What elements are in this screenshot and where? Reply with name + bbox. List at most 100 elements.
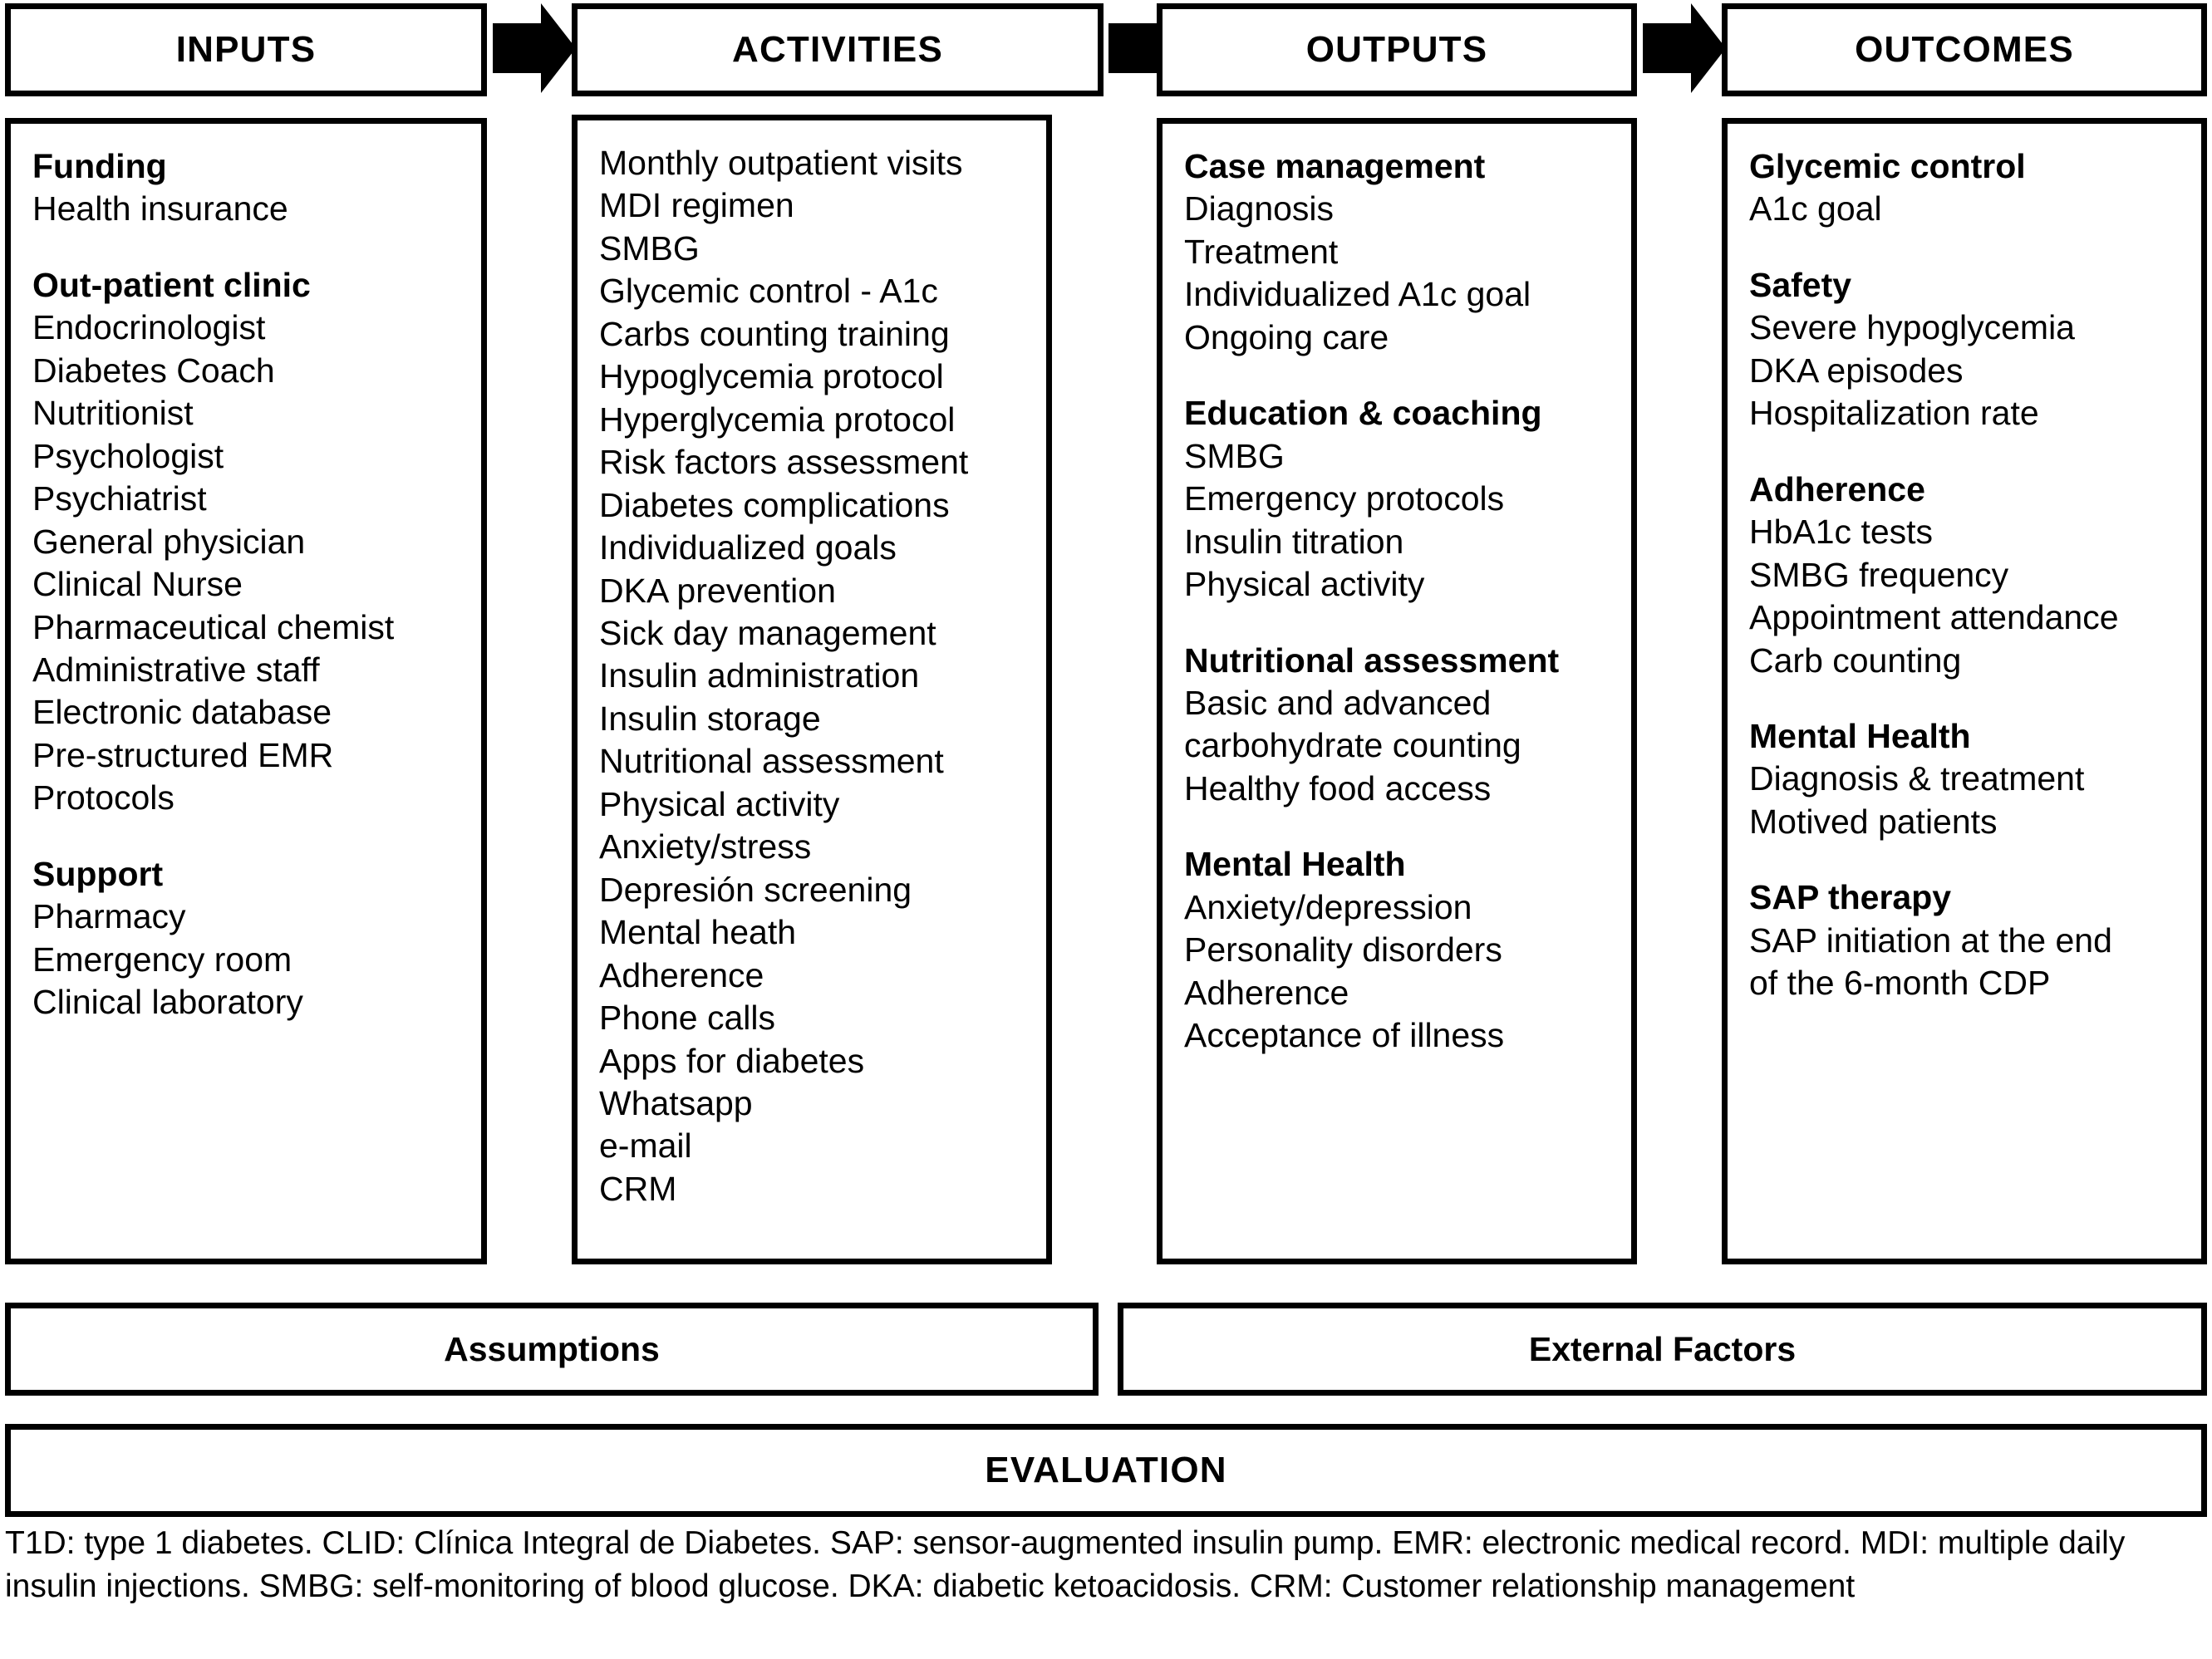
list-item: Pharmaceutical chemist xyxy=(32,607,395,646)
list-item: Hyperglycemia protocol xyxy=(599,400,956,439)
column-outcomes: Glycemic control A1c goal Safety Severe … xyxy=(1722,118,2207,1264)
column-activities-content: Monthly outpatient visits MDI regimen SM… xyxy=(599,142,1046,1210)
group-spacer xyxy=(1184,810,1631,843)
column-outputs-content: Case management Diagnosis Treatment Indi… xyxy=(1184,145,1631,1058)
list-item: Clinical Nurse xyxy=(32,565,243,604)
header-label-outcomes: OUTCOMES xyxy=(1855,29,2074,70)
list-item: Hypoglycemia protocol xyxy=(599,357,944,396)
list-item: Diabetes complications xyxy=(599,485,950,524)
column-activities: Monthly outpatient visits MDI regimen SM… xyxy=(572,115,1052,1264)
list-item: Severe hypoglycemia xyxy=(1749,308,2075,347)
list-item: e-mail xyxy=(599,1126,692,1166)
list-item: Diabetes Coach xyxy=(32,351,275,390)
list-item: Hospitalization rate xyxy=(1749,394,2039,433)
group-spacer xyxy=(1184,606,1631,640)
group-spacer xyxy=(1749,682,2201,715)
list-item: Basic and advanced xyxy=(1184,683,1492,722)
list-item: Administrative staff xyxy=(32,650,320,689)
list-item: Depresión screening xyxy=(599,870,912,909)
group-heading: Adherence xyxy=(1749,469,1925,508)
list-item: Glycemic control - A1c xyxy=(599,272,938,311)
list-item: Acceptance of illness xyxy=(1184,1016,1505,1055)
list-item: Pharmacy xyxy=(32,897,186,936)
header-box-outcomes: OUTCOMES xyxy=(1722,3,2207,96)
list-item: carbohydrate counting xyxy=(1184,726,1521,765)
abbreviations-footnote: T1D: type 1 diabetes. CLID: Clínica Inte… xyxy=(5,1525,2126,1604)
list-item: Carbs counting training xyxy=(599,314,950,353)
list-item: Motived patients xyxy=(1749,802,1998,841)
list-item: Protocols xyxy=(32,778,175,817)
band-label-evaluation: EVALUATION xyxy=(985,1450,1227,1490)
list-item: Endocrinologist xyxy=(32,308,266,347)
list-item: General physician xyxy=(32,522,306,561)
list-item: Monthly outpatient visits xyxy=(599,144,963,182)
list-item: Physical activity xyxy=(1184,565,1425,604)
list-item: Whatsapp xyxy=(599,1083,753,1122)
list-item: Appointment attendance xyxy=(1749,598,2119,637)
list-item: Risk factors assessment xyxy=(599,443,969,482)
group-heading: Education & coaching xyxy=(1184,394,1542,433)
list-item: Insulin storage xyxy=(599,699,821,738)
list-item: SMBG xyxy=(599,228,700,268)
list-item: Diagnosis xyxy=(1184,189,1335,228)
list-item: Apps for diabetes xyxy=(599,1041,865,1080)
list-item: Physical activity xyxy=(599,784,840,823)
column-inputs: Funding Health insurance Out-patient cli… xyxy=(5,118,487,1264)
list-item: SAP initiation at the end xyxy=(1749,920,2112,960)
list-item: A1c goal xyxy=(1749,189,1882,228)
column-inputs-content: Funding Health insurance Out-patient cli… xyxy=(32,145,481,1024)
list-item: Clinical laboratory xyxy=(32,983,303,1022)
list-item: Individualized goals xyxy=(599,528,897,567)
group-heading: Out-patient clinic xyxy=(32,265,311,304)
list-item: Individualized A1c goal xyxy=(1184,275,1531,314)
column-outcomes-content: Glycemic control A1c goal Safety Severe … xyxy=(1749,145,2201,1005)
band-label-assumptions: Assumptions xyxy=(444,1329,660,1368)
list-item: Nutritionist xyxy=(32,394,194,433)
list-item: DKA prevention xyxy=(599,571,836,610)
group-spacer xyxy=(1749,843,2201,876)
list-item: Personality disorders xyxy=(1184,930,1502,969)
group-heading: Mental Health xyxy=(1749,716,1971,755)
list-item: Electronic database xyxy=(32,693,332,732)
list-item: of the 6-month CDP xyxy=(1749,964,2051,1003)
header-label-outputs: OUTPUTS xyxy=(1305,29,1488,70)
group-spacer xyxy=(32,231,481,264)
list-item: Emergency room xyxy=(32,940,292,979)
list-item: Psychologist xyxy=(32,436,224,475)
header-box-inputs: INPUTS xyxy=(5,3,487,96)
list-item: Ongoing care xyxy=(1184,317,1389,356)
group-heading: SAP therapy xyxy=(1749,878,1952,917)
list-item: SMBG frequency xyxy=(1749,555,2009,594)
header-box-activities: ACTIVITIES xyxy=(572,3,1104,96)
list-item: Diagnosis & treatment xyxy=(1749,759,2085,798)
list-item: Emergency protocols xyxy=(1184,479,1505,518)
arrow-inputs-to-activities xyxy=(493,3,576,93)
group-heading: Support xyxy=(32,854,164,893)
band-label-external-factors: External Factors xyxy=(1528,1329,1797,1368)
list-item: Pre-structured EMR xyxy=(32,735,334,774)
list-item: DKA episodes xyxy=(1749,351,1964,390)
list-item: Treatment xyxy=(1184,232,1339,271)
group-spacer xyxy=(1749,435,2201,469)
group-heading: Case management xyxy=(1184,147,1486,185)
header-box-outputs: OUTPUTS xyxy=(1157,3,1637,96)
group-heading: Mental Health xyxy=(1184,845,1406,884)
group-spacer xyxy=(1749,231,2201,264)
list-item: Anxiety/stress xyxy=(599,827,812,866)
group-spacer xyxy=(32,820,481,853)
list-item: Nutritional assessment xyxy=(599,742,944,781)
list-item: Adherence xyxy=(1184,973,1349,1012)
list-item: Sick day management xyxy=(599,613,936,652)
list-item: Insulin administration xyxy=(599,656,920,695)
band-external-factors: External Factors xyxy=(1118,1303,2207,1396)
band-assumptions: Assumptions xyxy=(5,1303,1099,1396)
group-heading: Nutritional assessment xyxy=(1184,641,1560,680)
list-item: Healthy food access xyxy=(1184,768,1492,807)
list-item: SMBG xyxy=(1184,436,1285,475)
list-item: Carb counting xyxy=(1749,641,1962,680)
list-item: CRM xyxy=(599,1169,677,1208)
group-heading: Funding xyxy=(32,147,167,185)
group-spacer xyxy=(1184,359,1631,392)
arrow-outputs-to-outcomes xyxy=(1643,3,1726,93)
header-label-inputs: INPUTS xyxy=(175,29,317,70)
